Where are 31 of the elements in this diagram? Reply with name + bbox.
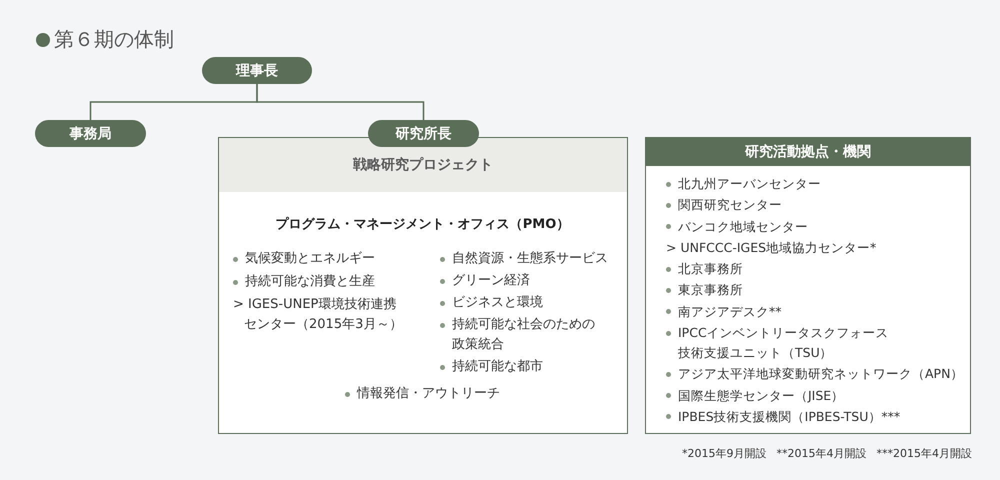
list-item: IPBES技術支援機関（IPBES-TSU）*** — [678, 408, 900, 426]
position-pill: 研究所長 — [368, 120, 479, 147]
list-item: 情報発信・アウトリーチ — [357, 385, 500, 403]
footnote: *2015年9月開設 — [682, 446, 766, 461]
position-pill: 事務局 — [35, 120, 146, 147]
list-item: アジア太平洋地球変動研究ネットワーク（APN） — [678, 365, 964, 384]
list-item: 北京事務所 — [678, 260, 743, 278]
list-item: 持続可能な消費と生産 — [245, 273, 375, 291]
section-heading: プログラム・マネージメント・オフィス（PMO） — [276, 216, 570, 234]
list-item: 気候変動とエネルギー — [245, 250, 375, 268]
list-item: 南アジアデスク** — [678, 302, 782, 321]
list-item: 東京事務所 — [678, 281, 743, 300]
list-item: IPCCインベントリータスクフォース技術支援ユニット（TSU） — [678, 324, 890, 362]
list-item: 自然資源・生態系サービス — [452, 250, 608, 268]
list-item: 北九州アーバンセンター — [678, 175, 821, 193]
footnote: ***2015年4月開設 — [876, 446, 972, 461]
section-panel — [645, 137, 971, 434]
panel-heading: 研究活動拠点・機関 — [646, 138, 970, 166]
sub-item: > UNFCCC-IGES地域協力センター* — [666, 238, 876, 257]
list-item: 国際生態学センター（JISE） — [678, 386, 844, 405]
list-item: 関西研究センター — [678, 196, 782, 214]
list-item: 持続可能な都市 — [452, 358, 543, 376]
page-title: 第６期の体制 — [54, 26, 174, 53]
connector-line — [256, 84, 424, 120]
sub-item: > IGES-UNEP環境技術連携センター（2015年3月～） — [233, 296, 403, 334]
list-item: 持続可能な社会のための政策統合 — [452, 316, 596, 354]
list-item: バンコク地域センター — [678, 218, 808, 236]
position-pill: 理事長 — [202, 57, 312, 84]
footnote: **2015年4月開設 — [776, 446, 866, 461]
list-item: グリーン経済 — [452, 272, 530, 290]
list-item: ビジネスと環境 — [452, 294, 543, 312]
